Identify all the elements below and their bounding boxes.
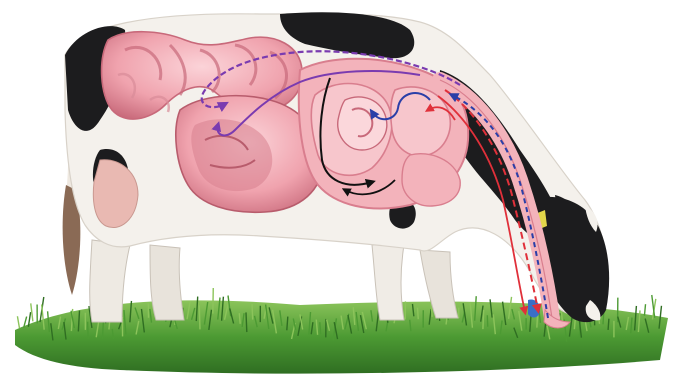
grass-blade — [608, 319, 609, 330]
grass-blade — [199, 305, 200, 329]
grass-blade — [644, 304, 645, 316]
grass-blade — [252, 304, 253, 320]
reticulum — [338, 97, 387, 150]
grass-blade — [418, 308, 419, 320]
grass-blade — [603, 313, 604, 325]
grass-blade — [320, 322, 321, 334]
grass-blade — [483, 310, 484, 329]
grass-blade — [246, 312, 247, 332]
grass-blade — [17, 316, 19, 328]
grass-blade — [239, 313, 240, 324]
